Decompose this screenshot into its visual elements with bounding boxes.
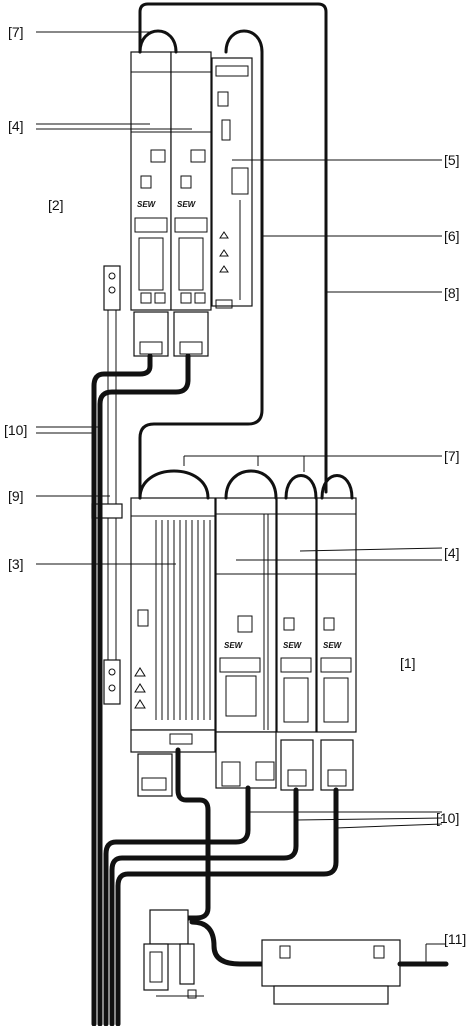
leader-lines: [36, 31, 446, 964]
label-9: [9]: [8, 488, 24, 504]
label-5: [5]: [444, 152, 460, 168]
label-10-right: [10]: [436, 810, 459, 826]
line-filter: [189, 919, 449, 1005]
lower-axis-module-3: SEW: [316, 497, 357, 791]
label-10-left: [10]: [4, 422, 27, 438]
lower-axis-module-2: SEW: [276, 497, 317, 791]
label-8: [8]: [444, 285, 460, 301]
brand-logo-lower-2: SEW: [283, 641, 303, 650]
brand-logo-lower-1: SEW: [224, 641, 244, 650]
supply-module: [130, 497, 216, 797]
label-3: [3]: [8, 556, 24, 572]
ground-bar: [91, 265, 123, 705]
upper-axis-group: SEW SEW: [130, 29, 264, 357]
brand-logo-upper-2: SEW: [177, 200, 197, 209]
brand-logo-upper-1: SEW: [137, 200, 157, 209]
label-4-mid: [4]: [444, 545, 460, 561]
signal-cables: [138, 2, 328, 500]
label-7-mid: [7]: [444, 448, 460, 464]
label-2: [2]: [48, 197, 64, 213]
label-6: [6]: [444, 228, 460, 244]
upper-axis-module-2: SEW: [170, 51, 212, 311]
control-module: [211, 57, 253, 309]
line-choke: [143, 909, 204, 999]
label-11: [11]: [444, 931, 466, 947]
lower-axis-group: SEW SEW SEW: [130, 469, 357, 797]
lower-axis-module-1: SEW: [215, 497, 277, 789]
power-cables: [91, 353, 339, 1026]
upper-axis-module-1: SEW: [130, 51, 172, 311]
brand-logo-lower-3: SEW: [323, 641, 343, 650]
label-7-top: [7]: [8, 24, 24, 40]
label-4-top: [4]: [8, 118, 24, 134]
label-1: [1]: [400, 655, 416, 671]
